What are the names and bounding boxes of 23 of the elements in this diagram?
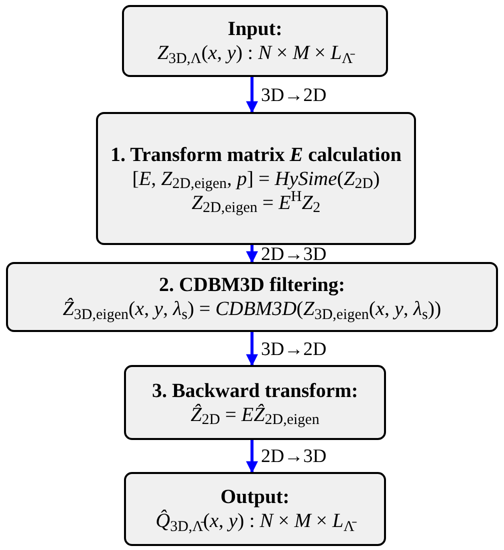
formula: Q̂$_{3D,Λ̄}$(x, y) : N × M × L$_{Λ̄}$ [156,509,354,533]
formula: Z$_{3D,Λ}$(x, y) : N × M × L$_{Λ̄}$ [157,41,353,65]
process-box [96,112,416,245]
step-heading: Input: [228,17,282,41]
edge-label: 3D→2D [259,86,328,104]
formula: Ẑ$_{3D,eigen}$(x, y, λ$_{s}$) = CDBM3D(Z$_{3D,eigen}$(x, y, λ$_{s}$)) [62,297,442,321]
process-box [6,262,498,332]
step-heading: 3. Backward transform: [152,378,358,402]
arrow [246,245,258,264]
process-box [124,365,386,440]
arrow [246,440,258,474]
step-heading: Output: [220,485,290,509]
edge-label: 3D→2D [259,340,328,358]
step-heading: 2. CDBM3D filtering: [158,273,346,297]
process-box [124,472,386,546]
arrow [246,332,258,366]
edge-label: 2D→3D [259,244,328,264]
process-box [122,5,388,77]
formula: Ẑ$_{2D}$ = EẐ$_{2D,eigen}$ [190,402,320,426]
arrow [246,77,258,114]
formula: Z$_{2D,eigen}$ = E$^{H}$Z$_{2}$ [192,190,320,214]
formula: [E, Z$_{2D,eigen}$, p] = HySime(Z$_{2D}$) [132,166,380,190]
step-heading: 1. Transform matrix E calculation [110,142,402,166]
